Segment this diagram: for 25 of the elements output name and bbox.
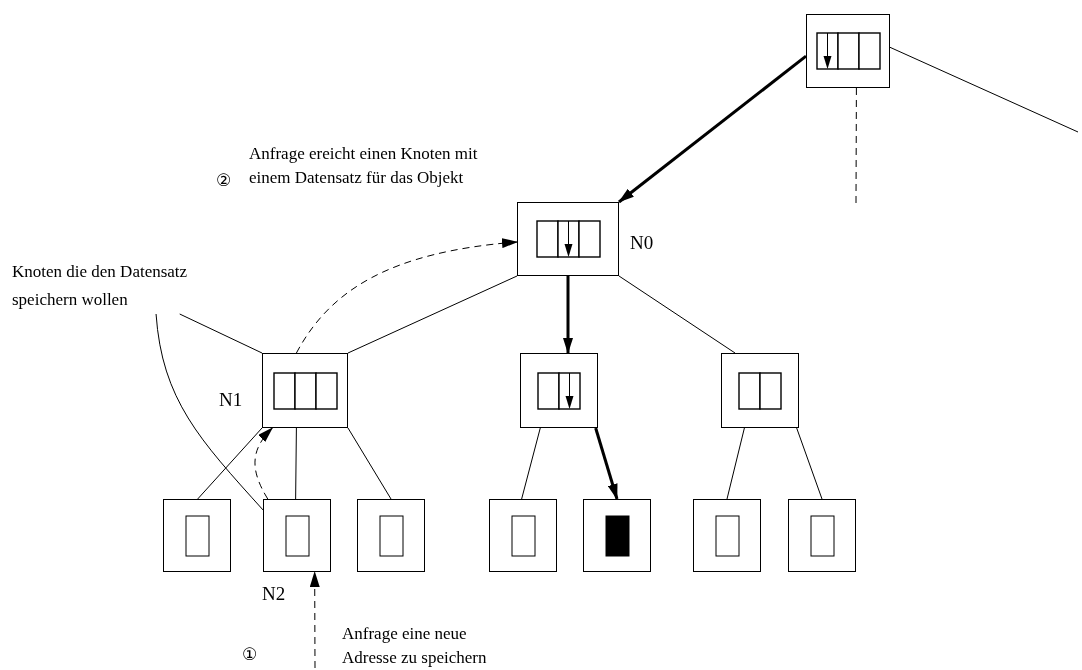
tree-node-box: [583, 499, 651, 572]
tree-node-box: [357, 499, 425, 572]
tree-node-box: [520, 353, 598, 428]
node-name: N1: [219, 388, 243, 412]
arrow: [309, 571, 320, 669]
tree-node-box: [721, 353, 799, 428]
arrow: [295, 238, 518, 354]
tree-node-box: [163, 499, 231, 572]
arrow: [594, 427, 619, 500]
arrow: [618, 55, 807, 204]
arrow: [563, 276, 573, 354]
node-name: N2: [262, 582, 286, 606]
node-name: N0: [630, 231, 654, 255]
tree-node-box: [788, 499, 856, 572]
annotation-text: Knoten die den Datensatz speichern wollen: [12, 261, 189, 311]
annotation-text: Anfrage ereicht einen Knoten mit einem Datensatz für das Objekt: [249, 143, 479, 189]
step-number: ①: [242, 643, 258, 666]
step-number: ②: [216, 169, 232, 192]
tree-node-box: [693, 499, 761, 572]
tree-node-box: [489, 499, 557, 572]
arrow: [254, 427, 273, 500]
annotation-text: Anfrage eine neue Adresse zu speichern: [342, 623, 488, 669]
leader-line: [155, 313, 264, 511]
tree-node-box: [806, 14, 890, 88]
leader-line: [179, 313, 263, 354]
